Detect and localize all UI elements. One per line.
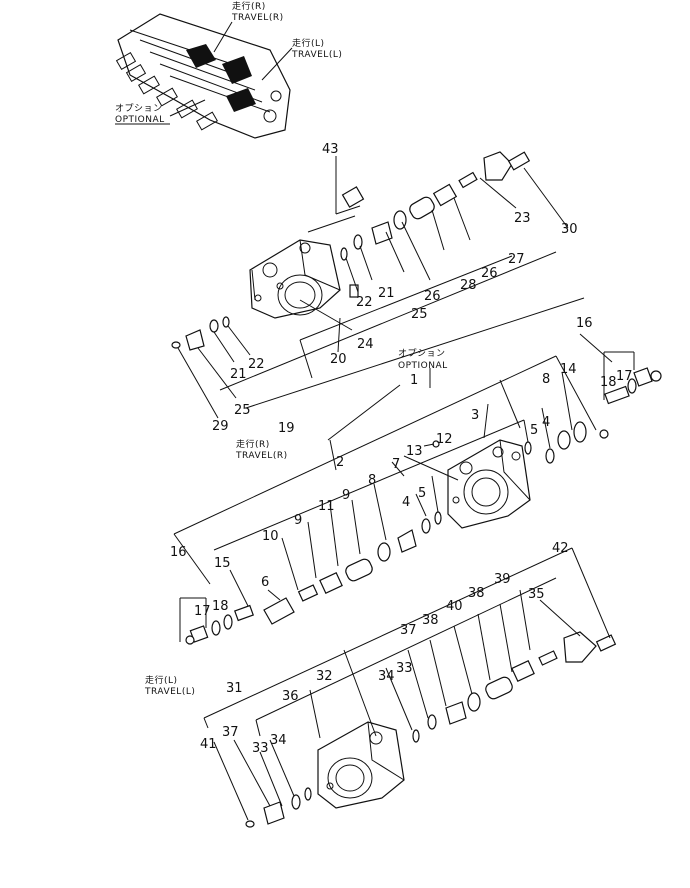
callout-20: 20 bbox=[330, 352, 347, 367]
callout-24: 24 bbox=[357, 337, 374, 352]
callout-19: 19 bbox=[278, 421, 295, 436]
callout-17-left: 17 bbox=[194, 604, 211, 619]
callout-34-lower: 34 bbox=[270, 733, 287, 748]
callout-18-left: 18 bbox=[212, 599, 229, 614]
callout-2: 2 bbox=[336, 455, 344, 470]
callout-15: 15 bbox=[214, 556, 231, 571]
lower-seals-and-spools bbox=[245, 631, 617, 828]
callout-33-upper: 33 bbox=[396, 661, 413, 676]
callout-13: 13 bbox=[406, 444, 423, 459]
caption-travel-l-top: TRAVEL(L) bbox=[291, 50, 342, 60]
callout-40: 40 bbox=[446, 599, 463, 614]
callout-42: 42 bbox=[552, 541, 569, 556]
callout-28: 28 bbox=[460, 278, 477, 293]
callout-22-lower: 22 bbox=[248, 357, 265, 372]
callout-12: 12 bbox=[436, 432, 453, 447]
callout-16-lower: 16 bbox=[170, 545, 187, 560]
callout-34-upper: 34 bbox=[378, 669, 395, 684]
caption-travel-l-jp-low: 走行(L) bbox=[145, 674, 178, 686]
caption-travel-r-jp-top: 走行(R) bbox=[232, 0, 266, 12]
caption-optional-jp-mid: オプション bbox=[398, 348, 446, 359]
callout-33-lower: 33 bbox=[252, 741, 269, 756]
callout-18-right: 18 bbox=[600, 375, 617, 390]
callout-25-upper: 25 bbox=[411, 307, 428, 322]
lower-valve-section bbox=[317, 721, 405, 809]
callout-9-lower: 9 bbox=[294, 513, 302, 528]
callout-30: 30 bbox=[561, 222, 578, 237]
middle-seals-and-spools bbox=[185, 367, 662, 645]
callout-41: 41 bbox=[200, 737, 217, 752]
callout-32: 32 bbox=[316, 669, 333, 684]
callout-27: 27 bbox=[508, 252, 525, 267]
callout-39: 39 bbox=[494, 572, 511, 587]
caption-optional-top: OPTIONAL bbox=[115, 115, 165, 125]
callout-29: 29 bbox=[212, 419, 229, 434]
assembled-valve-thumbnail bbox=[115, 13, 291, 139]
callout-10: 10 bbox=[262, 529, 279, 544]
callout-7: 7 bbox=[392, 457, 400, 472]
callout-3: 3 bbox=[471, 408, 479, 423]
caption-travel-r-top: TRAVEL(R) bbox=[231, 13, 284, 23]
callout-1: 1 bbox=[410, 373, 418, 388]
callout-38-right: 38 bbox=[468, 586, 485, 601]
callout-26-mid: 26 bbox=[424, 289, 441, 304]
caption-travel-l-low: TRAVEL(L) bbox=[144, 687, 195, 697]
caption-optional-jp-top: オプション bbox=[115, 103, 163, 114]
callout-14: 14 bbox=[560, 362, 577, 377]
caption-travel-l-jp-top: 走行(L) bbox=[292, 37, 325, 49]
callout-5-left: 5 bbox=[418, 486, 426, 501]
callout-9-upper: 9 bbox=[342, 488, 350, 503]
callout-11: 11 bbox=[318, 499, 335, 514]
callout-17-right: 17 bbox=[616, 369, 633, 384]
lower-leader-lines bbox=[203, 547, 611, 821]
callout-5-right: 5 bbox=[530, 423, 538, 438]
callout-21-upper: 21 bbox=[378, 286, 395, 301]
upper-valve-section bbox=[249, 239, 341, 319]
callout-21-lower: 21 bbox=[230, 367, 247, 382]
callout-8-right: 8 bbox=[542, 372, 550, 387]
callout-22-upper: 22 bbox=[356, 295, 373, 310]
callout-37-upper: 37 bbox=[400, 623, 417, 638]
callout-25-lower: 25 bbox=[234, 403, 251, 418]
callout-35: 35 bbox=[528, 587, 545, 602]
callout-43: 43 bbox=[322, 142, 339, 157]
callout-36: 36 bbox=[282, 689, 299, 704]
callout-31: 31 bbox=[226, 681, 243, 696]
middle-valve-section bbox=[447, 439, 531, 529]
callout-6: 6 bbox=[261, 575, 269, 590]
callout-37-lower: 37 bbox=[222, 725, 239, 740]
callout-38-left: 38 bbox=[422, 613, 439, 628]
callout-23: 23 bbox=[514, 211, 531, 226]
caption-travel-r-mid: TRAVEL(R) bbox=[235, 451, 288, 461]
caption-travel-r-jp-mid: 走行(R) bbox=[236, 438, 270, 450]
callout-4-left: 4 bbox=[402, 495, 410, 510]
middle-leader-lines bbox=[173, 333, 635, 642]
callout-26: 26 bbox=[481, 266, 498, 281]
callout-16-upper: 16 bbox=[576, 316, 593, 331]
callout-8-left: 8 bbox=[368, 473, 376, 488]
caption-optional-mid: OPTIONAL bbox=[398, 361, 448, 371]
callout-4-right: 4 bbox=[542, 415, 550, 430]
upper-leader-lines bbox=[177, 156, 585, 419]
